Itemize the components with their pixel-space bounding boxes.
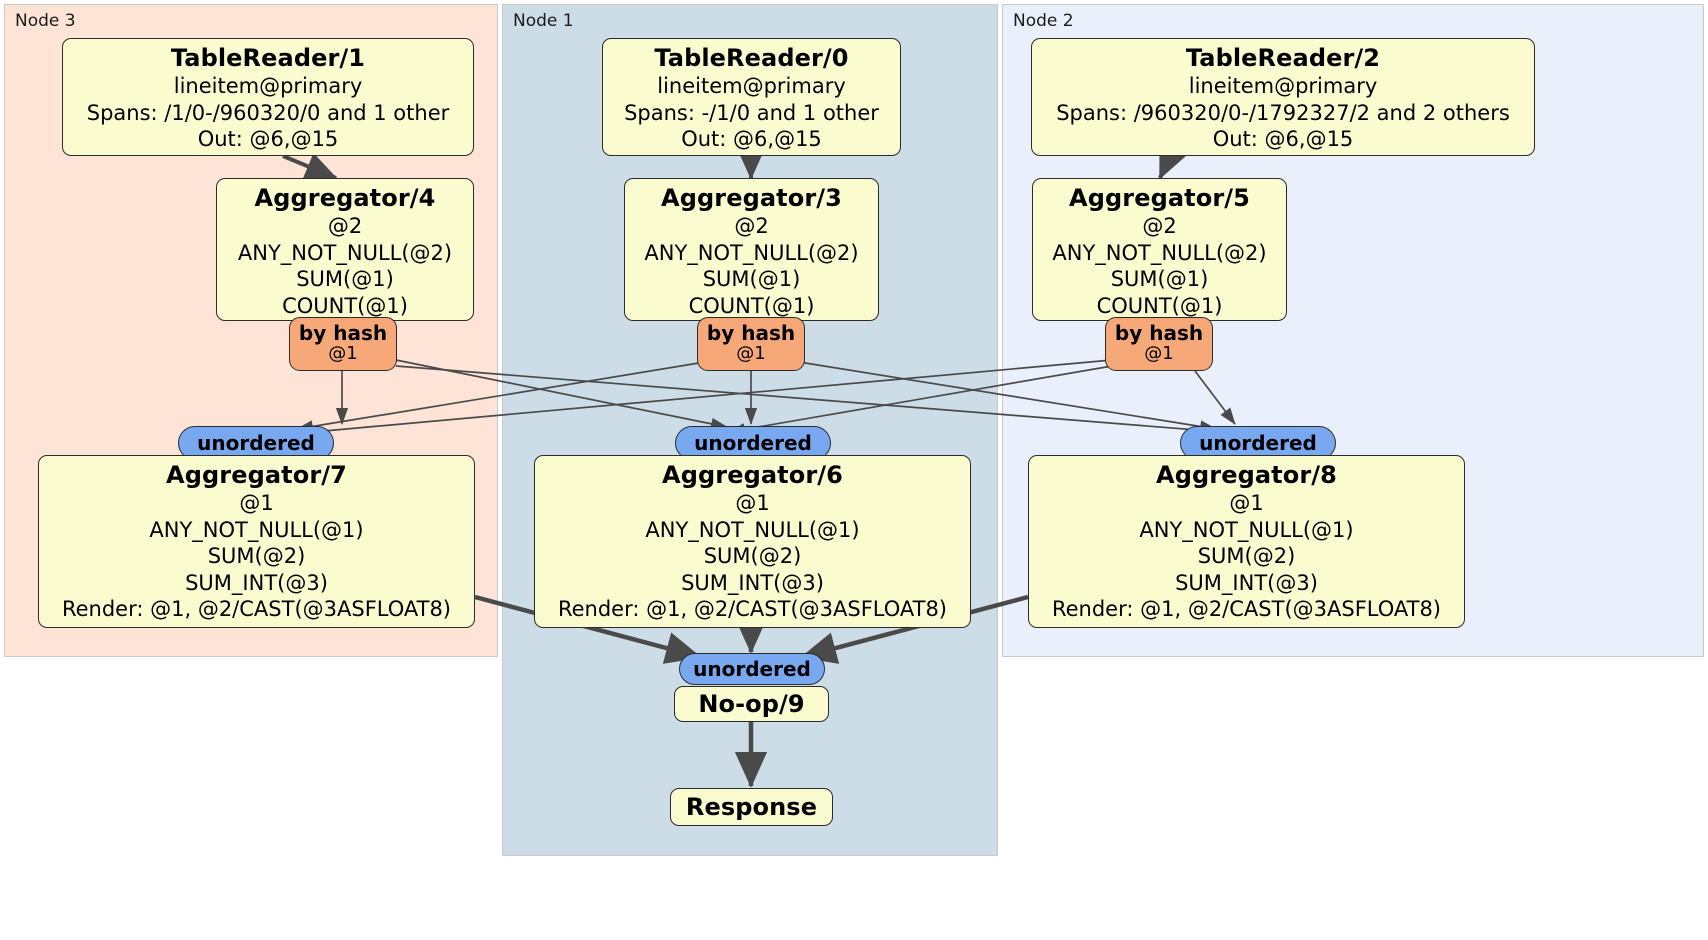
router-hash-column: @1 [1144, 343, 1174, 364]
router-label: by hash [298, 321, 388, 345]
router-by-hash-aggregator-4[interactable]: by hash @1 [289, 317, 397, 371]
processor-detail-line: lineitem@primary [173, 74, 363, 99]
processor-detail-line: ANY_NOT_NULL(@1) [149, 517, 364, 542]
processor-detail-line: @2 [734, 214, 769, 239]
synchronizer-label: unordered [1199, 431, 1317, 455]
processor-detail-line: ANY_NOT_NULL(@2) [644, 240, 859, 265]
processor-detail-line: Spans: -/1/0 and 1 other [624, 100, 879, 125]
synchronizer-unordered-aggregator-6[interactable]: unordered [675, 426, 831, 460]
router-by-hash-aggregator-5[interactable]: by hash @1 [1105, 317, 1213, 371]
processor-title: TableReader/1 [170, 44, 366, 72]
processor-detail-line: SUM(@2) [207, 544, 306, 569]
processor-detail-line: ANY_NOT_NULL(@2) [237, 240, 453, 265]
processor-title: TableReader/0 [654, 44, 849, 72]
processor-detail-line: SUM(@2) [1197, 544, 1296, 569]
processor-detail-line: ANY_NOT_NULL(@1) [1139, 517, 1354, 542]
synchronizer-label: unordered [694, 431, 812, 455]
processor-title: TableReader/2 [1185, 44, 1381, 72]
router-label: by hash [706, 321, 796, 345]
processor-aggregator-8[interactable]: Aggregator/8 @1 ANY_NOT_NULL(@1) SUM(@2)… [1028, 455, 1465, 628]
synchronizer-unordered-final[interactable]: unordered [679, 653, 825, 685]
panel-node-2-label: Node 2 [1013, 11, 1074, 31]
processor-detail-line: Spans: /960320/0-/1792327/2 and 2 others [1056, 100, 1510, 125]
synchronizer-label: unordered [197, 431, 315, 455]
processor-no-op-9[interactable]: No-op/9 [674, 686, 829, 722]
processor-detail-line: Render: @1, @2/CAST(@3ASFLOAT8) [1051, 597, 1442, 622]
processor-detail-line: Render: @1, @2/CAST(@3ASFLOAT8) [61, 597, 452, 622]
processor-detail-line: @2 [1142, 214, 1177, 239]
processor-detail-line: @2 [327, 214, 363, 239]
processor-detail-line: ANY_NOT_NULL(@2) [1052, 240, 1267, 265]
processor-detail-line: Spans: /1/0-/960320/0 and 1 other [86, 100, 450, 125]
processor-title: Aggregator/7 [166, 461, 347, 489]
processor-title: Response [685, 792, 818, 821]
panel-node-3-label: Node 3 [15, 11, 76, 31]
router-hash-column: @1 [736, 343, 766, 364]
processor-detail-line: Render: @1, @2/CAST(@3ASFLOAT8) [557, 597, 948, 622]
processor-title: Aggregator/4 [254, 184, 436, 212]
processor-detail-line: SUM(@1) [1110, 267, 1209, 292]
processor-tablereader-0[interactable]: TableReader/0 lineitem@primary Spans: -/… [602, 38, 901, 156]
synchronizer-label: unordered [693, 657, 811, 681]
processor-response[interactable]: Response [670, 788, 833, 826]
processor-title: Aggregator/8 [1156, 461, 1337, 489]
processor-detail-line: COUNT(@1) [688, 293, 815, 318]
processor-detail-line: @1 [735, 491, 770, 516]
processor-detail-line: SUM_INT(@3) [185, 570, 328, 595]
processor-detail-line: lineitem@primary [1188, 74, 1378, 99]
processor-tablereader-1[interactable]: TableReader/1 lineitem@primary Spans: /1… [62, 38, 474, 156]
processor-aggregator-3[interactable]: Aggregator/3 @2 ANY_NOT_NULL(@2) SUM(@1)… [624, 178, 879, 321]
processor-title: No-op/9 [698, 689, 805, 718]
processor-title: Aggregator/5 [1069, 184, 1250, 212]
processor-detail-line: SUM(@1) [296, 267, 394, 292]
processor-detail-line: lineitem@primary [657, 74, 846, 99]
processor-title: Aggregator/6 [662, 461, 843, 489]
processor-detail-line: SUM(@1) [702, 267, 801, 292]
processor-aggregator-4[interactable]: Aggregator/4 @2 ANY_NOT_NULL(@2) SUM(@1)… [216, 178, 474, 321]
processor-detail-line: ANY_NOT_NULL(@1) [645, 517, 860, 542]
processor-detail-line: SUM_INT(@3) [1175, 570, 1318, 595]
processor-title: Aggregator/3 [661, 184, 842, 212]
router-hash-column: @1 [328, 343, 358, 364]
processor-detail-line: @1 [239, 491, 274, 516]
processor-detail-line: Out: @6,@15 [681, 127, 822, 152]
synchronizer-unordered-aggregator-8[interactable]: unordered [1180, 426, 1336, 460]
processor-detail-line: COUNT(@1) [1096, 293, 1223, 318]
processor-detail-line: @1 [1229, 491, 1264, 516]
processor-detail-line: COUNT(@1) [282, 293, 408, 318]
processor-aggregator-7[interactable]: Aggregator/7 @1 ANY_NOT_NULL(@1) SUM(@2)… [38, 455, 475, 628]
processor-tablereader-2[interactable]: TableReader/2 lineitem@primary Spans: /9… [1031, 38, 1535, 156]
processor-detail-line: SUM(@2) [703, 544, 802, 569]
router-label: by hash [1114, 321, 1204, 345]
processor-detail-line: Out: @6,@15 [1212, 127, 1354, 152]
processor-aggregator-5[interactable]: Aggregator/5 @2 ANY_NOT_NULL(@2) SUM(@1)… [1032, 178, 1287, 321]
processor-detail-line: SUM_INT(@3) [681, 570, 824, 595]
panel-node-1-label: Node 1 [513, 11, 574, 31]
processor-detail-line: Out: @6,@15 [197, 127, 339, 152]
router-by-hash-aggregator-3[interactable]: by hash @1 [697, 317, 805, 371]
processor-aggregator-6[interactable]: Aggregator/6 @1 ANY_NOT_NULL(@1) SUM(@2)… [534, 455, 971, 628]
